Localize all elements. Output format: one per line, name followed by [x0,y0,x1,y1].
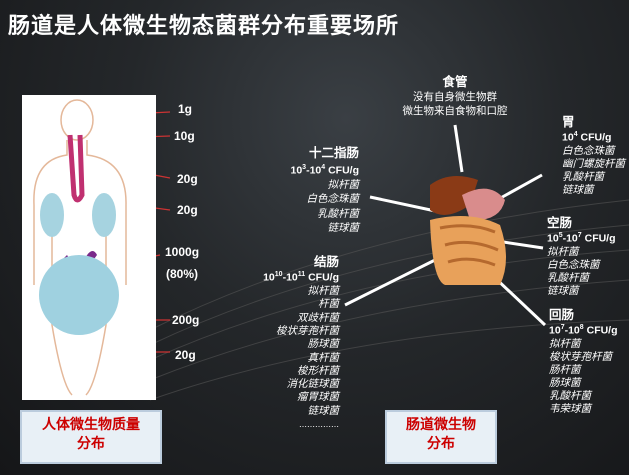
mass-label: 1000g [165,245,200,259]
page-title: 肠道是人体微生物态菌群分布重要场所 [8,14,400,39]
gut-illustration [430,176,506,285]
caption-gut-distribution: 肠道微生物分布 [385,410,497,464]
caption-body-distribution: 人体微生物质量分布 [20,410,162,464]
jejunum-block: 空肠 105-107 CFU/g 拟杆菌白色念珠菌乳酸杆菌链球菌 [547,215,616,297]
colon-block: 结肠 1010-1011 CFU/g 拟杆菌杆菌双歧杆菌梭状芽孢杆菌肠球菌真杆菌… [263,254,339,430]
stomach-block: 胃 104 CFU/g 白色念珠菌幽门螺旋杆菌乳酸杆菌链球菌 [562,114,625,196]
mass-label: 20g [177,172,198,186]
human-body-icon [33,99,127,396]
mass-label: 1g [178,102,193,116]
mass-label: 20g [177,203,198,217]
ileum-block: 回肠 107-108 CFU/g 拟杆菌梭状芽孢杆菌肠杆菌肠球菌乳酸杆菌韦荣球菌 [549,307,618,415]
mass-label: 10g [174,129,195,143]
mass-label: 200g [172,313,200,327]
mass-label: 20g [175,348,196,362]
mass-label: (80%) [166,267,199,281]
human-body-panel [22,95,156,400]
esophagus-block: 食管没有自身微生物群微生物来自食物和口腔 [402,74,508,117]
duodenum-block: 十二指肠 103-104 CFU/g 拟杆菌白色念珠菌乳酸杆菌链球菌 [290,145,359,234]
